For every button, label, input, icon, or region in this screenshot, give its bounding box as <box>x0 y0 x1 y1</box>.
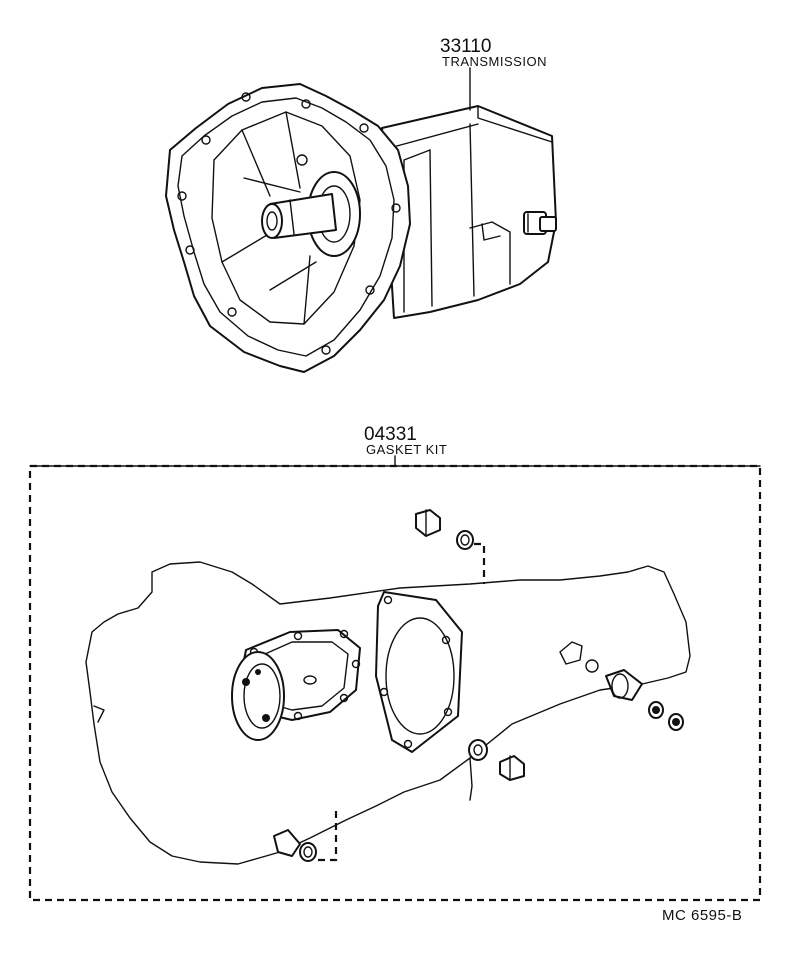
transmission-illustration <box>165 83 557 373</box>
part-number-gasket-kit: 04331 <box>364 424 417 445</box>
transmission-outline <box>85 561 691 865</box>
part-name-gasket-kit: GASKET KIT <box>366 442 447 457</box>
part-name-transmission: TRANSMISSION <box>442 54 547 69</box>
gasket-plate-rear <box>375 591 463 753</box>
plug-lower-middle <box>468 739 525 781</box>
plug-rear-right <box>605 669 684 731</box>
plug-bottom <box>273 806 338 862</box>
plug-top <box>415 509 486 584</box>
gasket-kit-enclosure <box>28 455 762 902</box>
diagram-reference-code: MC 6595-B <box>662 907 742 924</box>
part-number-transmission: 33110 <box>440 36 491 57</box>
front-oil-seal <box>231 651 285 741</box>
